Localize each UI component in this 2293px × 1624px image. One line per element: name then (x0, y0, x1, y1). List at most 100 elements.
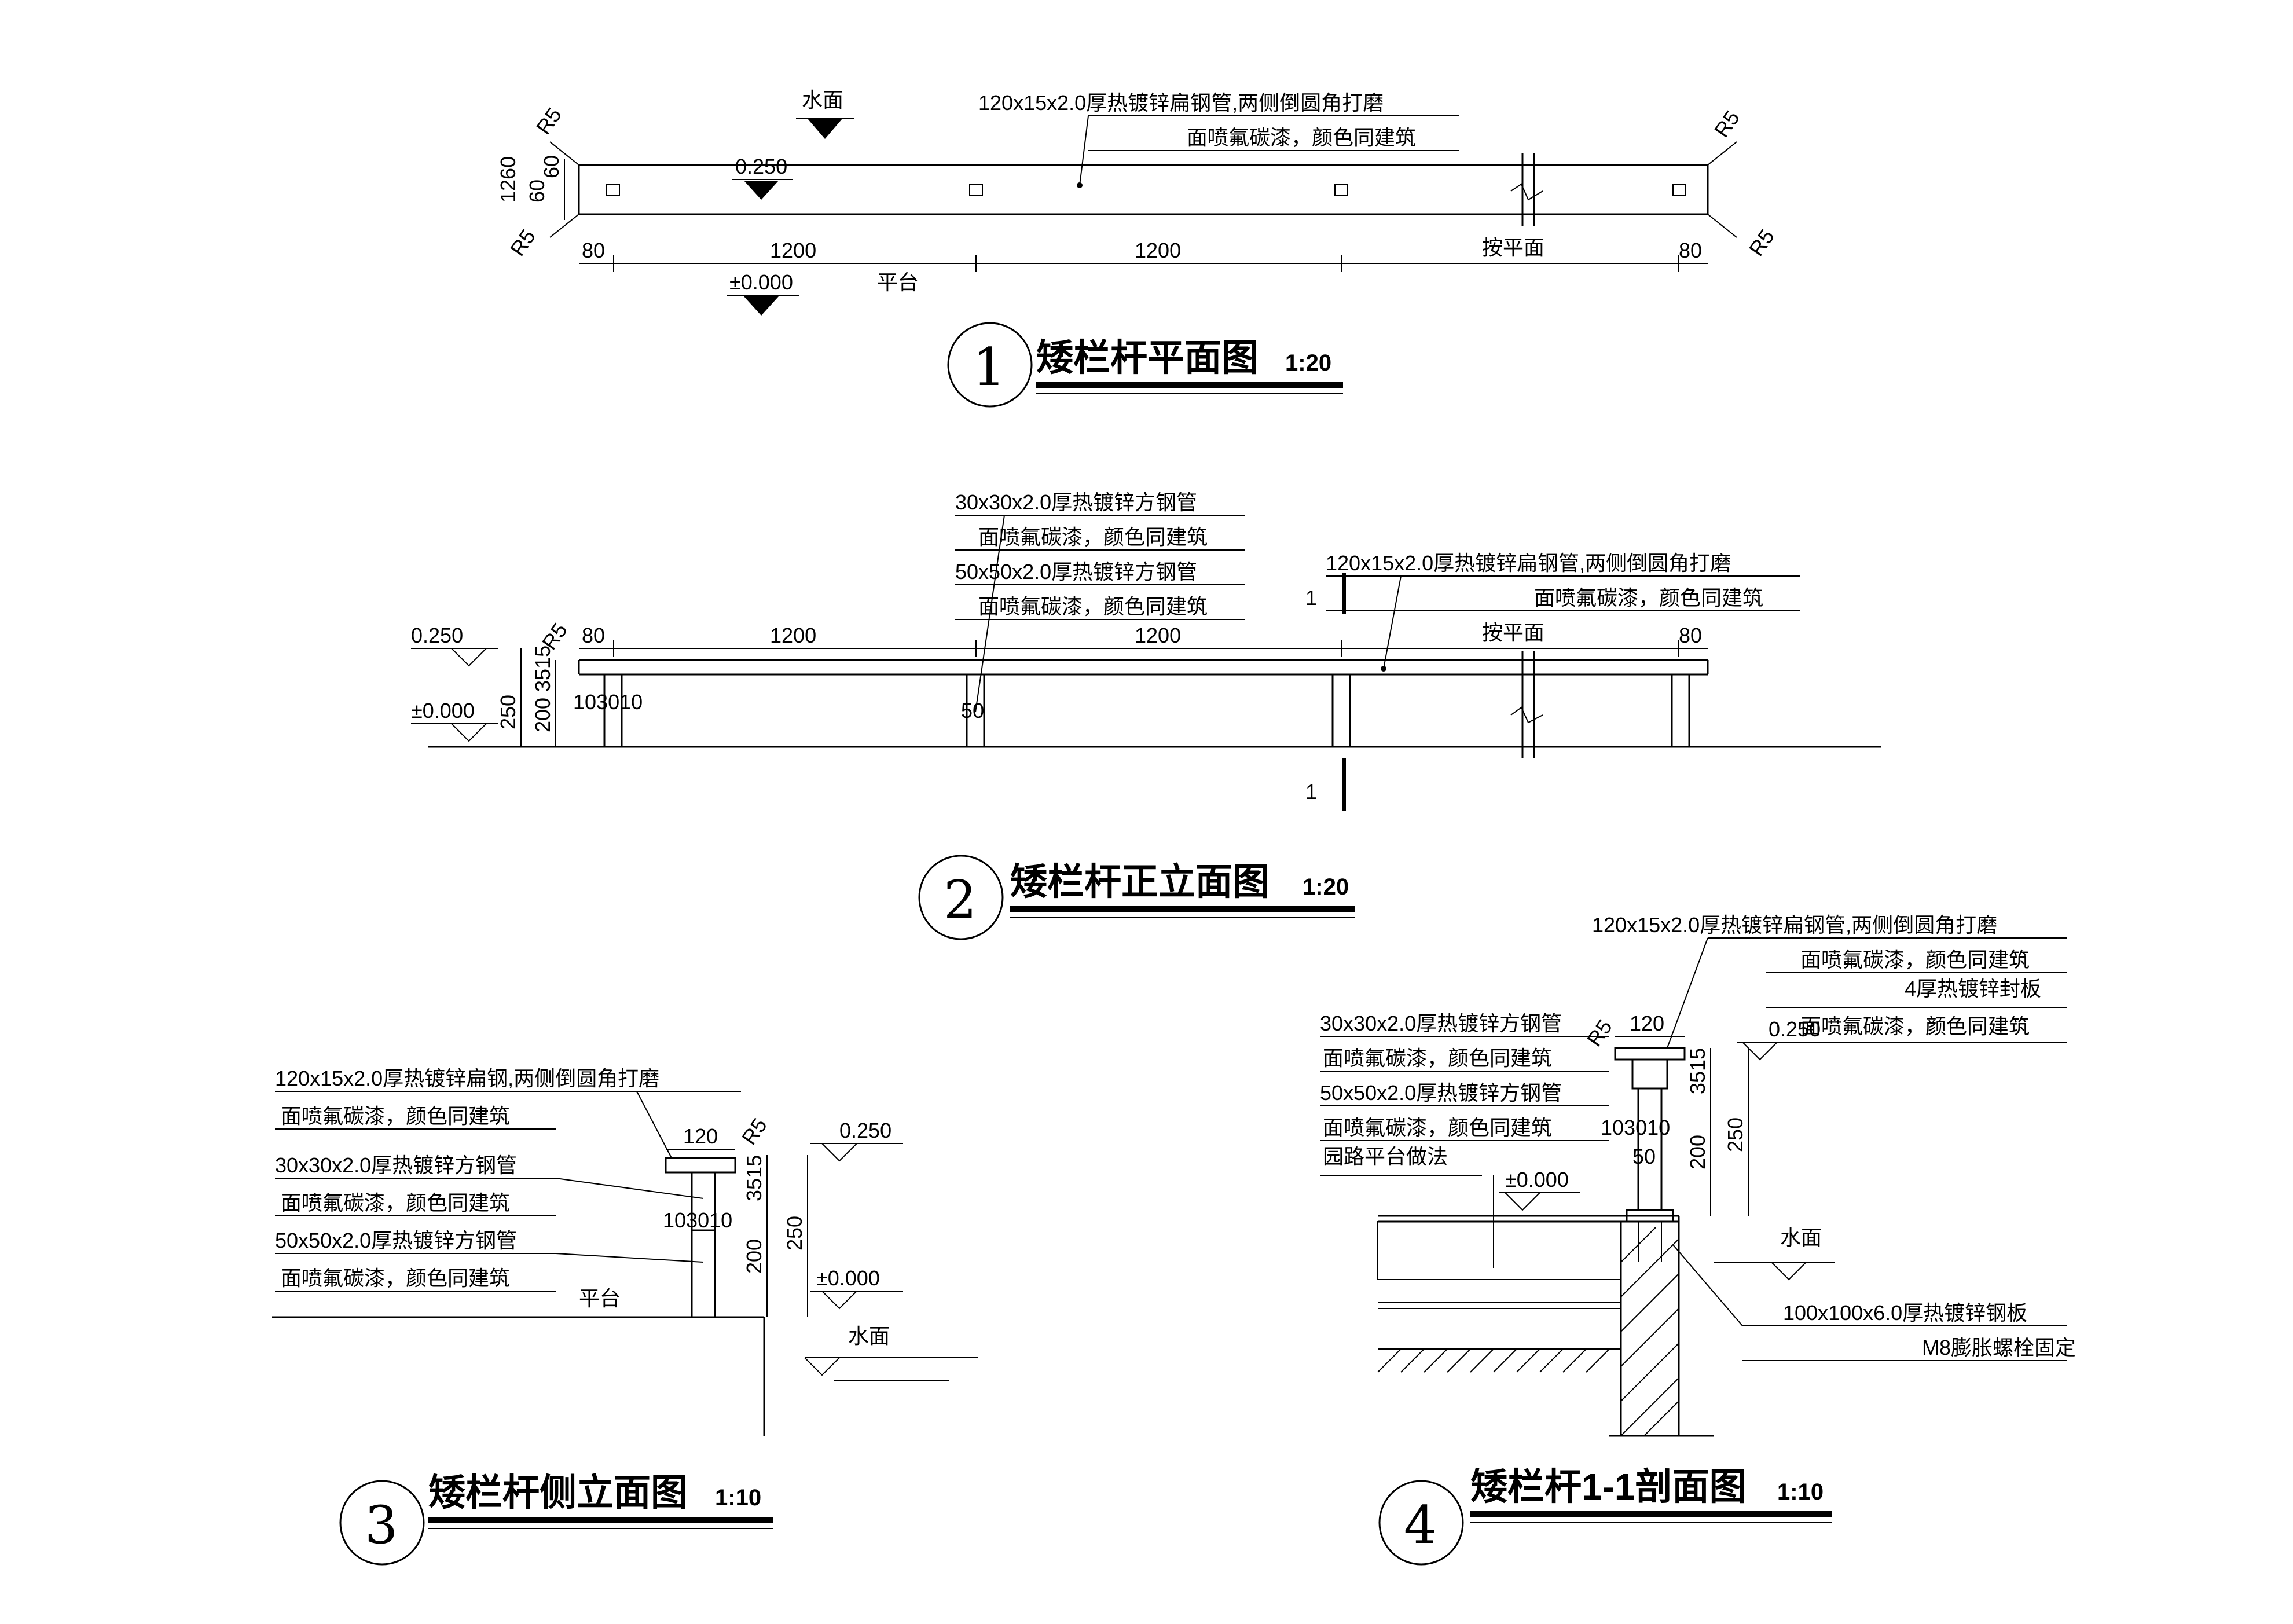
front-dim-1200-b: 1200 (1135, 624, 1181, 647)
plan-paint-note: 面喷氟碳漆，颜色同建筑 (1187, 126, 1416, 149)
plan-platform: 平台 (877, 270, 919, 294)
plan-view: R5 R5 R5 R5 1260 60 60 80 1200 1200 按平面 … (496, 88, 1779, 408)
side-dim-3515: 3515 (742, 1155, 766, 1201)
section-rail-note: 120x15x2.0厚热镀锌扁钢管,两侧倒圆角打磨 (1592, 913, 1997, 937)
plan-r5-br: R5 (1744, 225, 1779, 260)
side-post50-paint: 面喷氟碳漆，颜色同建筑 (281, 1266, 510, 1290)
side-post30-note: 30x30x2.0厚热镀锌方钢管 (275, 1153, 517, 1177)
front-dim-103010: 103010 (573, 690, 643, 714)
front-dim-250: 250 (496, 695, 520, 729)
plan-r5-tr: R5 (1709, 106, 1744, 141)
plan-elev-0000: ±0.000 (729, 270, 793, 294)
section-dim-3515: 3515 (1686, 1048, 1709, 1094)
plan-dim-1200-b: 1200 (1135, 239, 1181, 262)
front-post50-note: 50x50x2.0厚热镀锌方钢管 (955, 560, 1197, 584)
view3-scale: 1:10 (715, 1485, 761, 1511)
front-post30-note: 30x30x2.0厚热镀锌方钢管 (955, 490, 1197, 514)
side-dim-250: 250 (783, 1216, 806, 1251)
plan-dim-60a: 60 (525, 179, 549, 203)
section-r5: R5 (1582, 1015, 1617, 1050)
plan-dim-80-right: 80 (1679, 239, 1702, 262)
view1-number-circle (947, 322, 1033, 408)
front-dim-80-right: 80 (1679, 624, 1702, 647)
side-rail-note: 120x15x2.0厚热镀锌扁钢,两侧倒圆角打磨 (275, 1066, 659, 1090)
front-elev-0000: ±0.000 (411, 699, 475, 723)
plan-elev-0250-triangle (744, 181, 779, 200)
side-r5: R5 (737, 1113, 772, 1149)
section-rail-paint: 面喷氟碳漆，颜色同建筑 (1800, 948, 2030, 972)
plan-elev-0250: 0.250 (735, 155, 787, 178)
plan-water-label: 水面 (802, 88, 843, 112)
wall-hatch (1620, 1227, 1679, 1436)
section-bolt-note: M8膨胀螺栓固定 (1922, 1336, 2076, 1359)
section-seal-paint: 面喷氟碳漆，颜色同建筑 (1800, 1014, 2030, 1038)
plan-rail-note: 120x15x2.0厚热镀锌扁钢管,两侧倒圆角打磨 (978, 91, 1384, 115)
side-rail-paint: 面喷氟碳漆，颜色同建筑 (281, 1104, 510, 1128)
front-as-plan: 按平面 (1482, 621, 1544, 644)
view3-number-circle (339, 1480, 425, 1566)
side-platform: 平台 (579, 1286, 621, 1310)
plan-elev-0000-triangle (744, 296, 779, 316)
plan-water-triangle (808, 119, 842, 139)
view2-scale: 1:20 (1303, 874, 1349, 900)
plan-r5-tl: R5 (531, 103, 566, 138)
front-section-mark-bottom: 1 (1305, 780, 1317, 804)
view3-number: 3 (365, 1495, 398, 1556)
view4-number: 4 (1404, 1495, 1437, 1556)
view1-scale: 1:20 (1285, 350, 1331, 376)
plan-dim-60b: 60 (540, 155, 563, 178)
side-post30-paint: 面喷氟碳漆，颜色同建筑 (281, 1191, 510, 1215)
view2-number-circle (918, 855, 1004, 940)
section-post50-paint: 面喷氟碳漆，颜色同建筑 (1323, 1116, 1552, 1139)
section-road-note: 园路平台做法 (1323, 1145, 1448, 1168)
section-elev-0250: 0.250 (1769, 1017, 1821, 1041)
front-elevation-view: 1 1 80 1200 1200 按平面 80 R5 250 200 3515 … (411, 490, 1881, 940)
front-dim-80-left: 80 (582, 624, 605, 647)
plan-as-plan: 按平面 (1482, 236, 1544, 259)
side-dim-10-30-10: 103010 (663, 1208, 732, 1232)
view3-title: 矮栏杆侧立面图 (428, 1472, 688, 1513)
front-rail-paint: 面喷氟碳漆，颜色同建筑 (1534, 586, 1763, 610)
front-rail-note: 120x15x2.0厚热镀锌扁钢管,两侧倒圆角打磨 (1326, 551, 1731, 575)
front-section-mark-top: 1 (1305, 586, 1317, 610)
front-dim-1200-a: 1200 (770, 624, 816, 647)
section-dim-250: 250 (1723, 1117, 1747, 1152)
front-elev-0250: 0.250 (411, 624, 463, 647)
section-view: 水面 120 R5 3515 200 250 103010 50 0.250 ±… (1320, 913, 2076, 1566)
side-water-label: 水面 (848, 1324, 890, 1348)
section-elev-0000: ±0.000 (1505, 1168, 1569, 1192)
plan-dim-1200-a: 1200 (770, 239, 816, 262)
view4-number-circle (1378, 1480, 1464, 1566)
view4-title: 矮栏杆1-1剖面图 (1470, 1466, 1747, 1508)
side-elev-0000: ±0.000 (816, 1266, 880, 1290)
side-post50-note: 50x50x2.0厚热镀锌方钢管 (275, 1229, 517, 1252)
section-water-label: 水面 (1780, 1226, 1822, 1249)
section-plate-note: 100x100x6.0厚热镀锌钢板 (1783, 1301, 2027, 1325)
view2-number: 2 (944, 870, 977, 930)
side-elevation-view: 水面 3515 200 250 120 R5 103010 0.250 ±0.0… (272, 1066, 978, 1566)
section-dim-120: 120 (1630, 1011, 1664, 1035)
front-post30-paint: 面喷氟碳漆，颜色同建筑 (978, 525, 1208, 549)
plan-r5-bl: R5 (505, 225, 540, 260)
view1-number: 1 (973, 337, 1006, 398)
side-dim-200: 200 (742, 1239, 766, 1274)
plan-dim-80-left: 80 (582, 239, 605, 262)
front-dim-3515: 3515 (531, 646, 555, 692)
soil-hatch (1377, 1348, 1610, 1373)
section-seal-note: 4厚热镀锌封板 (1905, 977, 2041, 1000)
section-post30-note: 30x30x2.0厚热镀锌方钢管 (1320, 1011, 1562, 1035)
section-post50-note: 50x50x2.0厚热镀锌方钢管 (1320, 1081, 1562, 1105)
section-dim-200: 200 (1686, 1135, 1709, 1170)
side-elev-0250: 0.250 (839, 1119, 891, 1142)
front-post50-paint: 面喷氟碳漆，颜色同建筑 (978, 595, 1208, 618)
side-dim-120: 120 (683, 1124, 718, 1148)
section-dim-10-30-10: 103010 (1601, 1116, 1670, 1139)
view2-title: 矮栏杆正立面图 (1010, 861, 1270, 903)
view4-scale: 1:10 (1777, 1479, 1824, 1505)
front-dim-200: 200 (531, 698, 555, 732)
view1-title: 矮栏杆平面图 (1036, 337, 1259, 379)
section-dim-50: 50 (1632, 1145, 1656, 1168)
front-dim-50: 50 (961, 699, 984, 723)
section-post30-paint: 面喷氟碳漆，颜色同建筑 (1323, 1046, 1552, 1070)
